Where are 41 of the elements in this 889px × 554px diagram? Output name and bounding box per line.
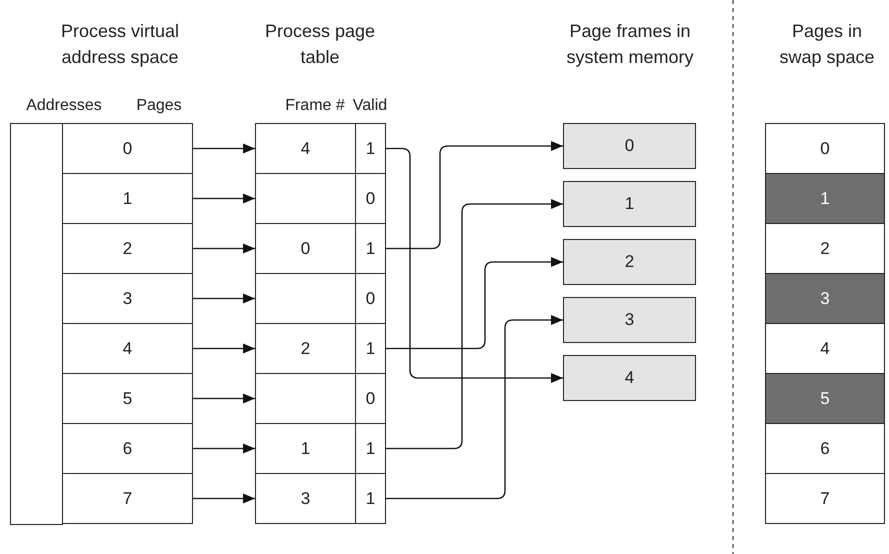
swap-page: 1: [765, 173, 885, 224]
section-heading: Process virtual address space: [60, 20, 180, 69]
column-header: Frame #: [284, 96, 346, 116]
page-frame: 0: [563, 123, 696, 169]
arrow: [386, 141, 563, 250]
arrow: [193, 394, 255, 404]
page-frame: 3: [563, 297, 696, 343]
arrow: [193, 194, 255, 204]
frame-number-cell: 4: [255, 123, 356, 174]
section-heading: Page frames in system memory: [565, 20, 694, 69]
section-heading: Process page table: [264, 20, 376, 69]
address-column: [10, 123, 63, 525]
swap-page: 2: [765, 223, 885, 274]
swap-page: 4: [765, 323, 885, 374]
arrow: [386, 148, 563, 383]
valid-bit-cell: 1: [355, 473, 386, 524]
swap-page: 0: [765, 123, 885, 174]
valid-bit-cell: 1: [355, 123, 386, 174]
page-frame: 4: [563, 355, 696, 401]
arrow: [386, 257, 563, 350]
column-header: Valid: [352, 96, 388, 116]
page-frame: 2: [563, 239, 696, 285]
frame-number-cell: 3: [255, 473, 356, 524]
arrow: [193, 494, 255, 504]
swap-page: 6: [765, 423, 885, 474]
arrow: [386, 315, 563, 500]
section-heading: Pages in swap space: [778, 20, 876, 69]
page-cell: 0: [62, 123, 193, 174]
column-header: Addresses: [25, 96, 103, 116]
column-header: Pages: [135, 96, 183, 116]
arrow: [193, 444, 255, 454]
arrow: [193, 294, 255, 304]
page-cell: 7: [62, 473, 193, 524]
swap-page: 3: [765, 273, 885, 324]
page-frame: 1: [563, 181, 696, 227]
arrow: [193, 244, 255, 254]
arrow: [193, 344, 255, 354]
arrow: [386, 199, 563, 450]
swap-page: 7: [765, 473, 885, 524]
arrow: [193, 144, 255, 154]
swap-page: 5: [765, 373, 885, 424]
